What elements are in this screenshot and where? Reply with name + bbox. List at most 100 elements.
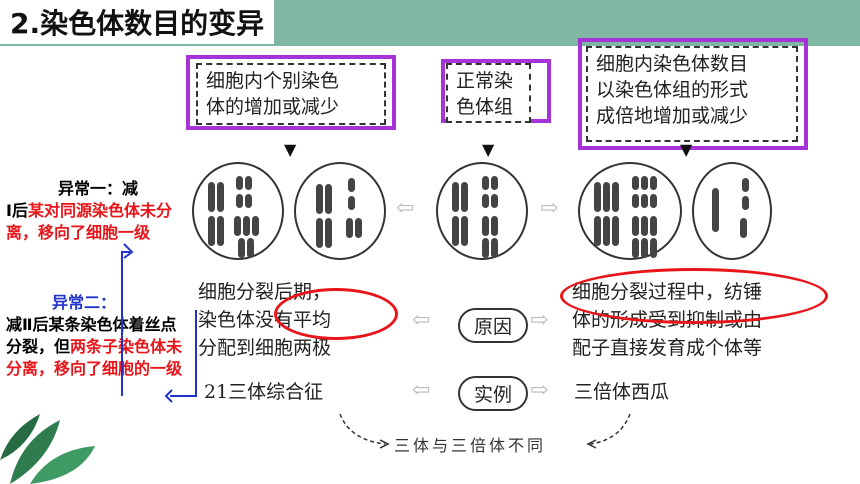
left-hollow-arrow-icon: ⇦ [412, 378, 431, 403]
chromosome [650, 238, 657, 258]
chromosome [245, 194, 252, 208]
chromosome [603, 216, 610, 246]
leaf-decoration-icon [0, 414, 95, 484]
down-arrow-icon: ▼ [482, 140, 495, 159]
chromosome [632, 216, 639, 236]
chromosome [491, 194, 498, 208]
chromosome [238, 238, 245, 258]
box-individual-change: 细胞内个别染色 体的增加或减少 [196, 63, 386, 125]
chromosome [491, 238, 498, 258]
chromosome [247, 238, 254, 258]
page-title: 2.染色体数目的变异 [10, 7, 265, 40]
chromosome [461, 216, 468, 246]
chromosome [603, 182, 610, 212]
left-hollow-arrow-icon: ⇦ [412, 308, 431, 333]
chromosome [641, 176, 648, 190]
note2-blue: 异常二： [52, 293, 117, 312]
chromosome [482, 216, 489, 236]
chromosome [236, 194, 243, 208]
chromosome [208, 182, 215, 212]
note2-body: 异常二： [6, 292, 186, 314]
box-set-change: 细胞内染色体数目 以染色体组的形式 成倍地增加或减少 [586, 46, 798, 142]
title-box: 2.染色体数目的变异 [0, 0, 275, 46]
chromosome [316, 184, 323, 214]
chromosome [612, 182, 619, 212]
chromosome [641, 194, 648, 208]
chromosome [234, 216, 241, 236]
blue-bracket-lines [121, 243, 197, 403]
chromosome [252, 216, 259, 236]
chromosome [482, 194, 489, 208]
chromosome [482, 238, 489, 258]
chromosome [650, 176, 657, 190]
purple-frame-left [186, 55, 396, 130]
box-line: 细胞内个别染色 [206, 70, 340, 92]
down-arrow-icon: ▼ [284, 140, 297, 159]
purple-frame-right [578, 38, 808, 150]
note1-red: 某对同源染色体未分离，移向了细胞一级 [6, 201, 172, 242]
box-normal-set: 正常染 色体组 [446, 63, 531, 123]
chromosome [243, 216, 250, 236]
chromosome [632, 194, 639, 208]
bottom-note: 三体与三倍体不同 [394, 436, 547, 455]
chromosome [482, 176, 489, 190]
chromosome [641, 216, 648, 236]
chromosome [491, 216, 498, 236]
curved-dashed-arrows [339, 413, 631, 449]
pill-cause: 原因 [458, 308, 529, 343]
example-left: 21三体综合征 [204, 381, 324, 403]
chromosome [632, 238, 639, 258]
chromosome [452, 216, 459, 246]
cell-right-2 [692, 162, 772, 260]
chromosome [346, 218, 353, 238]
pill-example: 实例 [458, 376, 529, 411]
chromosome [208, 216, 215, 246]
example-right: 三倍体西瓜 [574, 381, 670, 403]
chromosome [245, 176, 252, 190]
cause-line: 分配到细胞两极 [198, 337, 332, 359]
chromosome [325, 184, 332, 214]
chromosome [316, 218, 323, 248]
cell-right-1 [578, 162, 682, 260]
note-abnormal-1: 异常一：减 Ⅰ后某对同源染色体未分离，移向了细胞一级 [6, 178, 182, 244]
red-ellipse-right [560, 268, 828, 324]
right-hollow-arrow-icon: ⇨ [530, 378, 549, 403]
chromosome [632, 176, 639, 190]
chromosome [217, 216, 224, 246]
chromosome [740, 218, 747, 238]
note2-text: 减Ⅱ后某条染色体着丝点分裂，但两条子染色体未分离，移向了细胞的一级 [6, 314, 186, 380]
chromosome [348, 178, 355, 192]
box-line: 色体组 [456, 96, 514, 118]
chromosome [594, 182, 601, 212]
chromosome [325, 218, 332, 248]
chromosome [742, 178, 749, 192]
chromosome [355, 218, 362, 238]
box-line: 细胞内染色体数目 [596, 53, 749, 75]
cell-normal [436, 162, 528, 260]
note1-roman: Ⅰ后 [6, 201, 28, 220]
box-line: 成倍地增加或减少 [596, 105, 749, 127]
chromosome [650, 194, 657, 208]
note-abnormal-2: 异常二： 减Ⅱ后某条染色体着丝点分裂，但两条子染色体未分离，移向了细胞的一级 [6, 292, 186, 380]
box-line: 体的增加或减少 [206, 96, 340, 118]
chromosome [612, 216, 619, 246]
box-line: 正常染 [456, 70, 514, 92]
chromosome [742, 196, 749, 210]
chromosome [712, 188, 719, 232]
chromosome [594, 216, 601, 246]
note2-black: 减Ⅱ后某条染色体着丝点分裂，但 [6, 315, 177, 356]
note1-prefix: 异常一：减 [58, 179, 139, 198]
chromosome [641, 238, 648, 258]
chromosome [236, 176, 243, 190]
down-arrow-icon: ▼ [680, 140, 693, 159]
note1-line1: 异常一：减 [6, 178, 182, 200]
right-hollow-arrow-icon: ⇨ [530, 308, 549, 333]
chromosome [461, 182, 468, 212]
chromosome [217, 182, 224, 212]
box-line: 以染色体组的形式 [596, 79, 749, 101]
chromosome [348, 196, 355, 210]
chromosome [452, 182, 459, 212]
red-ellipse-left [274, 288, 398, 340]
right-hollow-arrow-icon: ⇨ [540, 196, 559, 221]
cell-left-2 [294, 162, 386, 260]
